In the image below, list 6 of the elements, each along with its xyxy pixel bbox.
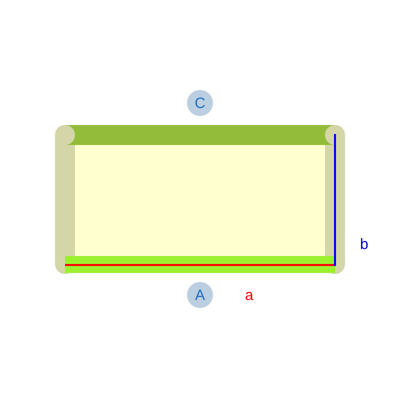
vertex-circle (187, 90, 213, 116)
vertex-label: C (194, 94, 206, 112)
side-label: b (360, 236, 368, 253)
vertex-label: A (194, 286, 205, 304)
vertex-circle (187, 282, 213, 308)
side-label: a (245, 287, 254, 304)
